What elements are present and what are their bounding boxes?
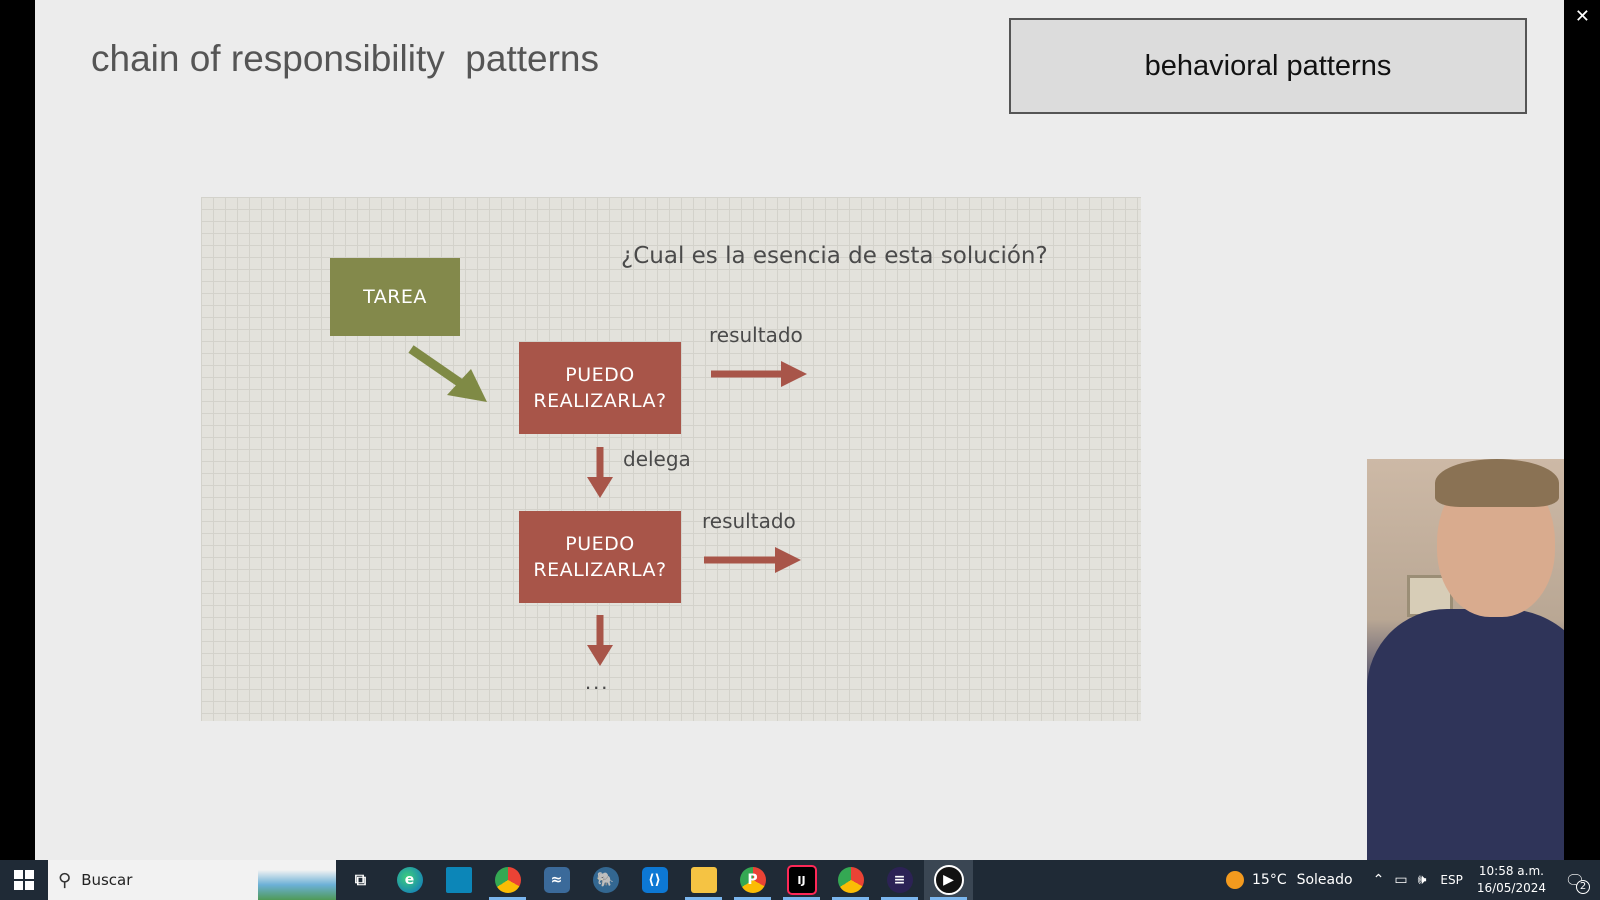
continuation-dots: ... <box>585 669 610 694</box>
chrome-p-icon: P <box>739 867 766 893</box>
task-arrow <box>408 345 487 402</box>
delegate-arrow <box>587 447 613 498</box>
language-indicator[interactable]: ESP <box>1440 873 1463 887</box>
chrome-icon <box>494 867 521 893</box>
blue-app-icon <box>445 867 472 893</box>
vscode-icon: ⟨⟩ <box>641 867 668 893</box>
chrome-app[interactable] <box>483 860 532 900</box>
file-explorer-app[interactable] <box>679 860 728 900</box>
mysql-workbench-app[interactable]: ≈ <box>532 860 581 900</box>
task-box: TAREA <box>330 258 460 336</box>
dolphin-icon: ≈ <box>543 867 570 893</box>
vscode-app[interactable]: ⟨⟩ <box>630 860 679 900</box>
handler-box-1: PUEDO REALIZARLA? <box>519 342 681 434</box>
handler-1-line-2: REALIZARLA? <box>533 390 667 412</box>
chrome-profile-app[interactable] <box>826 860 875 900</box>
continuation-arrow <box>587 615 613 666</box>
result-arrow-2 <box>704 547 801 573</box>
taskbar-apps: ⧉ e ≈ 🐘 ⟨⟩ P IJ ≡ ▶ <box>336 860 973 900</box>
slide-title: chain of responsibility patterns <box>91 38 599 79</box>
task-view-button[interactable]: ⧉ <box>336 860 385 900</box>
diagram-arrows <box>408 345 807 666</box>
chevron-up-icon[interactable]: ⌃ <box>1372 872 1385 888</box>
notification-button[interactable]: 🗨 2 <box>1562 868 1590 894</box>
category-label: behavioral patterns <box>1144 49 1392 82</box>
edge-icon: e <box>396 867 423 893</box>
search-placeholder: Buscar <box>81 871 133 889</box>
folder-icon <box>690 867 717 893</box>
task-view-icon: ⧉ <box>354 870 367 889</box>
sun-icon <box>1226 871 1244 889</box>
diagram-question: ¿Cual es la esencia de esta solución? <box>621 243 1048 269</box>
task-label: TAREA <box>363 286 427 308</box>
clock-date: 16/05/2024 <box>1476 881 1546 895</box>
volume-icon[interactable]: 🕪 <box>1417 872 1427 888</box>
presenter-body <box>1367 609 1564 860</box>
webcam-overlay <box>1367 459 1564 860</box>
presenter-hair <box>1435 459 1559 507</box>
play-icon: ▶ <box>933 865 964 895</box>
blue-app[interactable] <box>434 860 483 900</box>
handler-2-line-1: PUEDO <box>565 533 635 555</box>
windows-logo-icon <box>14 870 34 890</box>
clock[interactable]: 10:58 a.m. 16/05/2024 <box>1477 863 1546 897</box>
chrome-profile-p-app[interactable]: P <box>728 860 777 900</box>
system-tray: 15°C Soleado ⌃ ▭ 🕪 ESP 10:58 a.m. 16/05/… <box>1226 860 1600 900</box>
eclipse-app[interactable]: ≡ <box>875 860 924 900</box>
handler-1-line-1: PUEDO <box>565 364 635 386</box>
search-highlight-image <box>258 870 336 900</box>
category-box: behavioral patterns <box>1009 18 1527 114</box>
handler-2-line-2: REALIZARLA? <box>533 559 667 581</box>
edge-app[interactable]: e <box>385 860 434 900</box>
media-player-app[interactable]: ▶ <box>924 860 973 900</box>
taskbar: ⚲ Buscar ⧉ e ≈ 🐘 ⟨⟩ P IJ ≡ ▶ 15°C Solead… <box>0 860 1600 900</box>
start-button[interactable] <box>0 860 48 900</box>
search-icon: ⚲ <box>58 869 72 891</box>
clock-time: 10:58 a.m. <box>1478 864 1544 878</box>
weather-widget[interactable]: 15°C Soleado <box>1226 871 1353 889</box>
postgres-app[interactable]: 🐘 <box>581 860 630 900</box>
weather-condition: Soleado <box>1296 872 1353 888</box>
result-label-1: resultado <box>709 323 803 347</box>
handler-box-2: PUEDO REALIZARLA? <box>519 511 681 603</box>
elephant-icon: 🐘 <box>592 867 619 893</box>
result-label-2: resultado <box>702 509 796 533</box>
delegate-label: delega <box>623 447 691 471</box>
weather-temp: 15°C <box>1252 872 1287 888</box>
notification-count: 2 <box>1576 880 1590 894</box>
chain-diagram: ¿Cual es la esencia de esta solución? TA… <box>201 197 1141 721</box>
taskbar-search[interactable]: ⚲ Buscar <box>48 860 336 900</box>
intellij-icon: IJ <box>786 865 817 895</box>
result-arrow-1 <box>711 361 807 387</box>
intellij-app[interactable]: IJ <box>777 860 826 900</box>
presentation-slide: chain of responsibility patterns behavio… <box>35 0 1564 860</box>
network-icon[interactable]: ▭ <box>1394 872 1408 888</box>
close-icon[interactable]: ✕ <box>1574 6 1590 27</box>
eclipse-icon: ≡ <box>886 867 913 893</box>
chrome-user-icon <box>837 867 864 893</box>
tray-icons: ⌃ ▭ 🕪 <box>1373 872 1427 888</box>
